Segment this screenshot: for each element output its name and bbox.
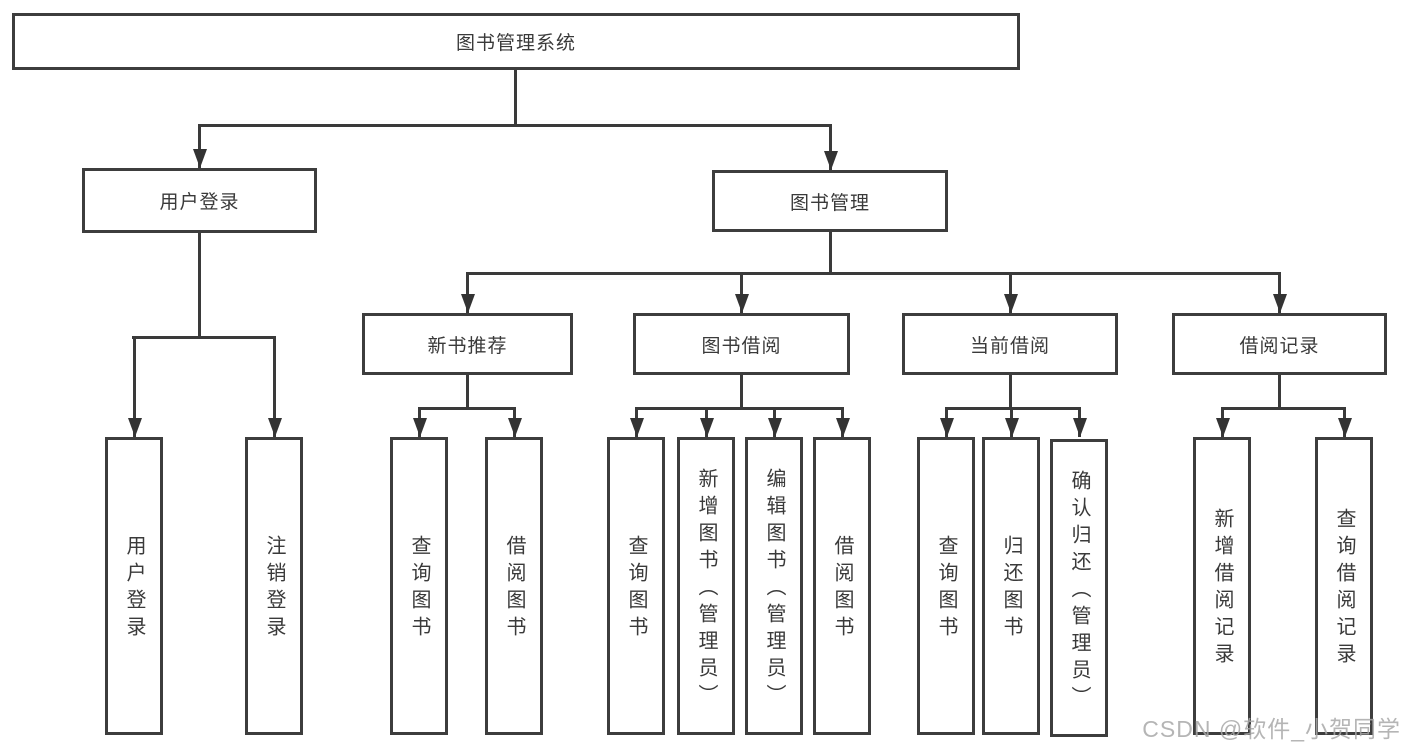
leaf-confirm-return-admin: 确认归还（管理员）	[1050, 439, 1108, 737]
leaf-logout: 注销登录	[245, 437, 303, 735]
connector-user-login-stub	[198, 233, 201, 336]
leaf-query-book-under-book-borrow: 查询图书	[607, 437, 665, 735]
leaf-query-book-under-current-borrow: 查询图书	[917, 437, 975, 735]
connector-book-mgmt-hline	[466, 272, 1280, 275]
csdn-watermark: CSDN @软件_小贺同学	[1142, 716, 1401, 742]
arrow-to-return-book	[1010, 407, 1013, 437]
connector-borrow-records-stub	[1278, 375, 1281, 407]
leaf-return-book: 归还图书	[982, 437, 1040, 735]
connector-user-login-hline	[132, 336, 275, 339]
leaf-add-borrow-record: 新增借阅记录	[1193, 437, 1251, 735]
node-library-management-system: 图书管理系统	[12, 13, 1020, 70]
arrow-to-confirm-return	[1078, 407, 1081, 437]
leaf-borrow-book-under-new-book-rec: 借阅图书	[485, 437, 543, 735]
node-borrowing-records: 借阅记录	[1172, 313, 1387, 375]
arrow-to-borrow-records	[1278, 272, 1281, 313]
connector-borrow-records-hline	[1221, 407, 1345, 410]
connector-root-hline	[199, 124, 832, 127]
arrow-to-leaf-user-login	[133, 336, 136, 437]
arrow-to-leaf-logout	[273, 336, 276, 437]
arrow-to-book-borrow	[740, 272, 743, 313]
node-book-borrowing: 图书借阅	[633, 313, 850, 375]
leaf-query-borrow-record: 查询借阅记录	[1315, 437, 1373, 735]
arrow-to-query-book-d1	[945, 407, 948, 437]
connector-new-book-rec-stub	[466, 375, 469, 407]
connector-book-mgmt-stub	[829, 232, 832, 272]
arrow-to-user-login-branch	[198, 124, 201, 168]
leaf-user-login: 用户登录	[105, 437, 163, 735]
arrow-to-new-book-rec	[466, 272, 469, 313]
arrow-to-current-borrow	[1009, 272, 1012, 313]
connector-root-stub	[514, 70, 517, 124]
connector-book-borrow-stub	[740, 375, 743, 407]
arrow-to-query-book-b1	[418, 407, 421, 437]
arrow-to-query-book-c1	[635, 407, 638, 437]
leaf-borrow-book-under-book-borrow: 借阅图书	[813, 437, 871, 735]
arrow-to-edit-book	[773, 407, 776, 437]
arrow-to-borrow-book-c2	[841, 407, 844, 437]
connector-book-borrow-hline	[635, 407, 843, 410]
connector-new-book-rec-hline	[418, 407, 516, 410]
arrow-to-borrow-book-b1	[513, 407, 516, 437]
leaf-add-book-admin: 新增图书（管理员）	[677, 437, 735, 735]
arrow-to-add-borrow-record	[1221, 407, 1224, 437]
node-new-book-recommendation: 新书推荐	[362, 313, 573, 375]
connector-current-borrow-stub	[1009, 375, 1012, 407]
leaf-query-book-under-new-book-rec: 查询图书	[390, 437, 448, 735]
node-book-management-branch: 图书管理	[712, 170, 948, 232]
arrow-to-query-borrow-record	[1343, 407, 1346, 437]
arrow-to-add-book	[705, 407, 708, 437]
node-user-login-branch: 用户登录	[82, 168, 317, 233]
leaf-edit-book-admin: 编辑图书（管理员）	[745, 437, 803, 735]
node-current-borrowing: 当前借阅	[902, 313, 1118, 375]
arrow-to-book-management-branch	[829, 124, 832, 170]
